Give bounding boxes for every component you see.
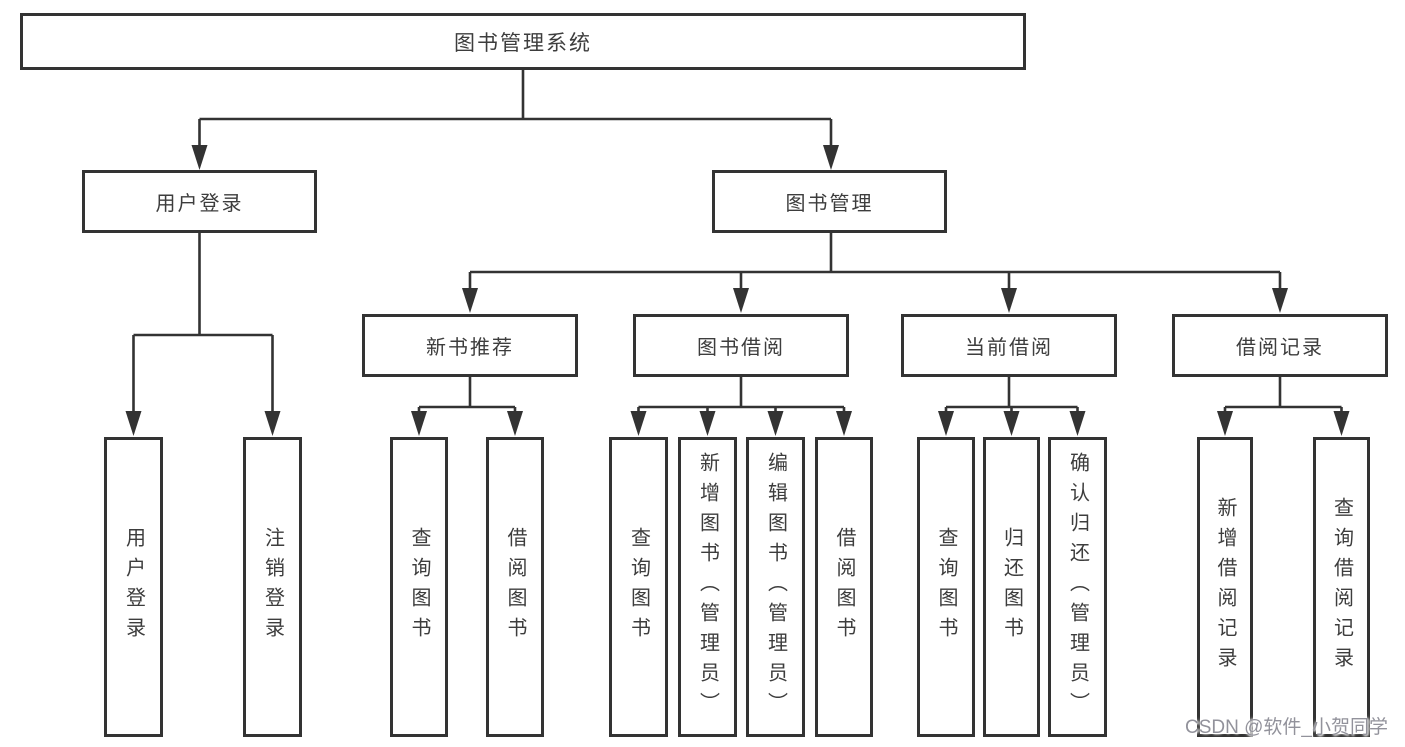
csdn-watermark: CSDN @软件_小贺同学 bbox=[1185, 717, 1388, 738]
leaf-user-login: 用户登录 bbox=[104, 437, 163, 737]
node-book-management: 图书管理 bbox=[712, 170, 947, 233]
leaf-borrow-borrow-books: 借阅图书 bbox=[815, 437, 873, 737]
leaf-current-return-books: 归还图书 bbox=[983, 437, 1040, 737]
connector-user-login-to-children bbox=[125, 233, 281, 436]
connector-book-borrow-to-children bbox=[630, 377, 852, 436]
leaf-logout: 注销登录 bbox=[243, 437, 302, 737]
leaf-newrec-query-books: 查询图书 bbox=[390, 437, 448, 737]
leaf-record-add-borrow-record: 新增借阅记录 bbox=[1197, 437, 1253, 737]
leaf-current-query-books: 查询图书 bbox=[917, 437, 975, 737]
leaf-borrow-query-books: 查询图书 bbox=[609, 437, 668, 737]
connector-new-book-rec-to-children bbox=[411, 377, 523, 436]
node-root-library-system: 图书管理系统 bbox=[20, 13, 1026, 70]
leaf-borrow-add-books-admin: 新增图书（管理员） bbox=[678, 437, 737, 737]
leaf-borrow-edit-books-admin: 编辑图书（管理员） bbox=[746, 437, 805, 737]
node-borrow-record: 借阅记录 bbox=[1172, 314, 1388, 377]
leaf-record-query-borrow-record: 查询借阅记录 bbox=[1313, 437, 1370, 737]
connector-current-borrow-to-children bbox=[938, 377, 1086, 436]
node-new-book-recommend: 新书推荐 bbox=[362, 314, 578, 377]
node-user-login: 用户登录 bbox=[82, 170, 317, 233]
leaf-current-confirm-return-admin: 确认归还（管理员） bbox=[1048, 437, 1107, 737]
connector-borrow-record-to-children bbox=[1217, 377, 1350, 436]
leaf-newrec-borrow-books: 借阅图书 bbox=[486, 437, 544, 737]
node-current-borrow: 当前借阅 bbox=[901, 314, 1117, 377]
connector-book-mgmt-to-children bbox=[462, 233, 1288, 313]
connector-root-to-level1 bbox=[191, 70, 839, 170]
node-book-borrow: 图书借阅 bbox=[633, 314, 849, 377]
